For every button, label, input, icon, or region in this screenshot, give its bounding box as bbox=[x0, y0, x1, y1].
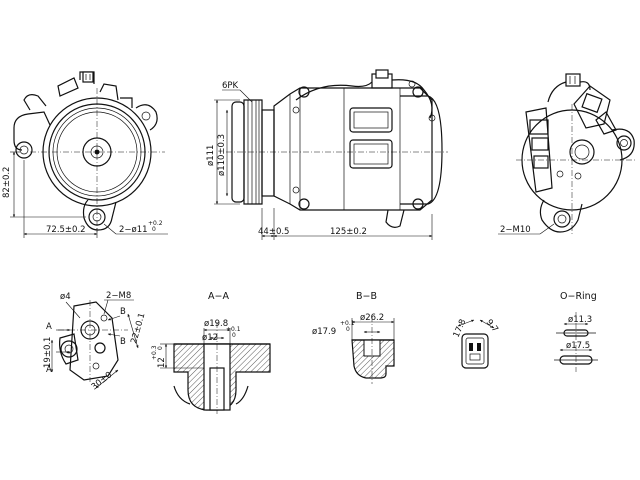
tol-dia-12-plus: +0.1 bbox=[226, 326, 241, 333]
dim-thread-m8: 2−M8 bbox=[106, 291, 131, 301]
o-ring-detail bbox=[554, 312, 598, 372]
dim-length-19: 19±0.1 bbox=[43, 337, 53, 368]
section-aa bbox=[160, 322, 271, 414]
tol-height-12-plus: +0.3 bbox=[151, 345, 158, 360]
dim-dia-12: ø12 bbox=[202, 333, 218, 343]
tol-holes-zero: 0 bbox=[152, 226, 156, 233]
front-view bbox=[10, 71, 168, 238]
dim-dia-111: ø111 bbox=[206, 145, 216, 166]
o-ring-title: O−Ring bbox=[560, 291, 597, 302]
dim-dia-17-5: ø17.5 bbox=[566, 341, 590, 351]
dim-thread-m10: 2−M10 bbox=[500, 225, 531, 235]
dim-length-44: 44±0.5 bbox=[258, 227, 289, 237]
tol-dia-17-9-zero: 0 bbox=[346, 326, 350, 333]
tol-height-12-zero: 0 bbox=[157, 346, 164, 350]
connector-detail bbox=[457, 319, 495, 369]
mark-b-bottom: B bbox=[120, 337, 126, 347]
dim-dia-19-8: ø19.8 bbox=[204, 319, 228, 329]
section-aa-title: A−A bbox=[208, 291, 229, 302]
tol-dia-17-9-plus: +0.1 bbox=[340, 320, 355, 327]
label-belt-6pk: 6PK bbox=[222, 81, 239, 91]
rear-view bbox=[498, 73, 636, 236]
dim-width-72: 72.5±0.2 bbox=[46, 225, 86, 235]
detail-port-view bbox=[50, 299, 139, 389]
side-view bbox=[214, 69, 448, 240]
dim-length-30: 30±0 bbox=[90, 370, 115, 392]
dim-dia-4: ø4 bbox=[60, 292, 71, 302]
dim-dia-110: ø110±0.3 bbox=[217, 134, 227, 176]
tol-dia-12-zero: 0 bbox=[232, 332, 236, 339]
mark-a-top: A bbox=[46, 322, 52, 332]
tol-holes-plus: +0.2 bbox=[148, 220, 163, 227]
dim-height-12: 12 bbox=[157, 357, 167, 368]
dim-dia-26-2: ø26.2 bbox=[360, 313, 384, 323]
dim-dia-11-3: ø11.3 bbox=[568, 315, 592, 325]
dim-length-125: 125±0.2 bbox=[330, 227, 367, 237]
mark-a-bottom: A bbox=[46, 365, 52, 375]
dim-connector-17-8: 17.8 bbox=[452, 318, 469, 339]
mark-b-top: B bbox=[120, 307, 126, 317]
dim-holes-front: 2−ø11 bbox=[119, 225, 148, 235]
dim-connector-9-7: 9.7 bbox=[484, 318, 500, 335]
dim-dia-17-9: ø17.9 bbox=[312, 327, 336, 337]
section-bb bbox=[351, 316, 395, 384]
section-bb-title: B−B bbox=[356, 291, 377, 302]
dim-height-82: 82±0.2 bbox=[2, 167, 12, 198]
